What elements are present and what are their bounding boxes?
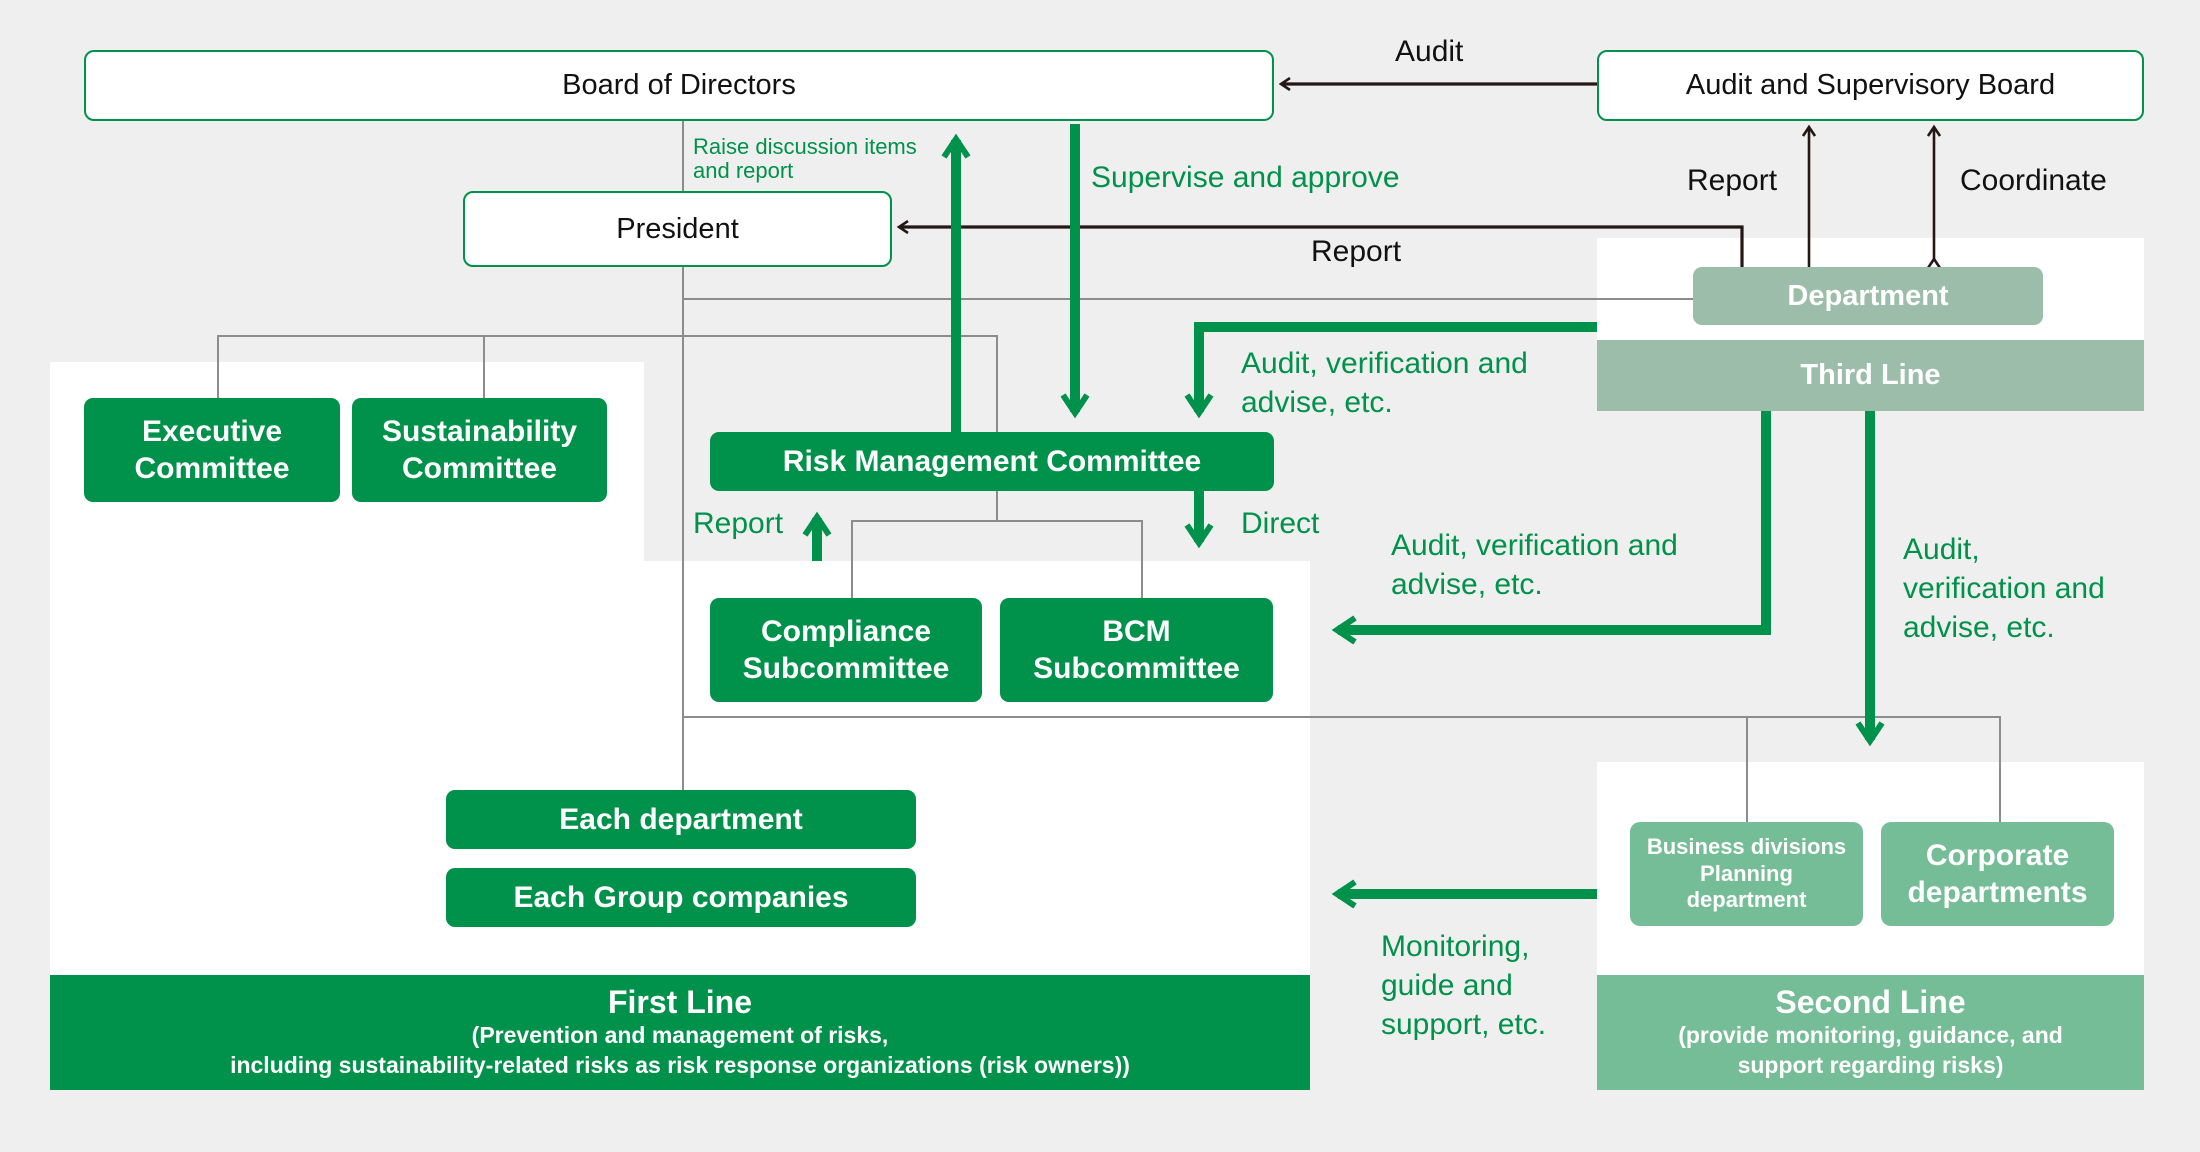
risk-management-committee-box[interactable]: Risk Management Committee [710, 432, 1274, 491]
compliance-subcommittee-box[interactable]: Compliance Subcommittee [710, 598, 982, 702]
each-group-companies-label: Each Group companies [513, 880, 849, 914]
second-line-band: Second Line (provide monitoring, guidanc… [1597, 975, 2144, 1090]
sustainability-committee-label: Sustainability Committee [381, 414, 578, 486]
corporate-departments-label: Corporate departments [1907, 838, 2088, 910]
third-line-title: Third Line [1800, 358, 1941, 391]
internal-audit-department-box[interactable]: Department [1693, 267, 2043, 325]
corporate-departments-box[interactable]: Corporate departments [1881, 822, 2114, 926]
each-department-box[interactable]: Each department [446, 790, 916, 849]
second-line-title: Second Line [1775, 984, 1966, 1021]
third-line-band: Third Line [1597, 340, 2144, 411]
first-line-title: First Line [607, 984, 752, 1021]
business-divisions-box[interactable]: Business divisions Planning department [1630, 822, 1863, 926]
first-line-description-1: (Prevention and management of risks, [471, 1022, 889, 1048]
audit-first-line-arrow [1331, 411, 1771, 645]
board-of-directors-box[interactable]: Board of Directors [84, 50, 1274, 121]
raise-discussion-label: Raise discussion items and report [693, 134, 917, 184]
first-line-band: First Line (Prevention and management of… [50, 975, 1310, 1090]
audit-supervisory-board-label: Audit and Supervisory Board [1685, 69, 2056, 102]
board-of-directors-label: Board of Directors [562, 69, 796, 102]
first-line-description-2: including sustainability-related risks a… [230, 1051, 1130, 1078]
connector-subcommittees [851, 520, 1143, 598]
each-group-companies-box[interactable]: Each Group companies [446, 868, 916, 927]
coordinate-label: Coordinate [1960, 164, 2107, 197]
audit-second-line-label: Audit, verification and advise, etc. [1903, 533, 2105, 644]
executive-committee-label: Executive Committee [134, 414, 290, 486]
internal-audit-department-label: Department [1787, 279, 1949, 312]
direct-label: Direct [1241, 507, 1320, 540]
second-line-description-1: (provide monitoring, guidance, and [1678, 1022, 2063, 1048]
risk-management-committee-label: Risk Management Committee [782, 444, 1202, 478]
audit-first-line-label: Audit, verification and advise, etc. [1391, 529, 1678, 601]
business-divisions-label: Business divisions Planning department [1646, 834, 1847, 913]
report-to-president-label: Report [1311, 235, 1402, 268]
president-label: President [616, 212, 739, 245]
second-line-description-2: support regarding risks) [1737, 1051, 2004, 1078]
audit-supervisory-board-box[interactable]: Audit and Supervisory Board [1597, 50, 2144, 121]
bcm-subcommittee-label: BCM Subcommittee [1033, 614, 1240, 686]
report-subcommittee-label: Report [693, 507, 784, 540]
compliance-subcommittee-label: Compliance Subcommittee [742, 614, 950, 686]
supervise-approve-label: Supervise and approve [1091, 161, 1400, 194]
audit-rmc-arrow [1184, 322, 1597, 419]
each-department-label: Each department [559, 802, 803, 836]
president-box[interactable]: President [463, 191, 892, 267]
report-to-president-arrow [900, 227, 1744, 267]
executive-committee-box[interactable]: Executive Committee [84, 398, 340, 502]
bcm-subcommittee-box[interactable]: BCM Subcommittee [1000, 598, 1273, 702]
audit-label: Audit [1395, 35, 1464, 68]
audit-rmc-label: Audit, verification and advise, etc. [1241, 347, 1528, 419]
connector-second-line [683, 716, 2001, 822]
report-to-asb-label: Report [1687, 164, 1778, 197]
sustainability-committee-box[interactable]: Sustainability Committee [352, 398, 607, 502]
monitoring-label: Monitoring, guide and support, etc. [1381, 930, 1547, 1041]
connector-committees [217, 335, 998, 432]
